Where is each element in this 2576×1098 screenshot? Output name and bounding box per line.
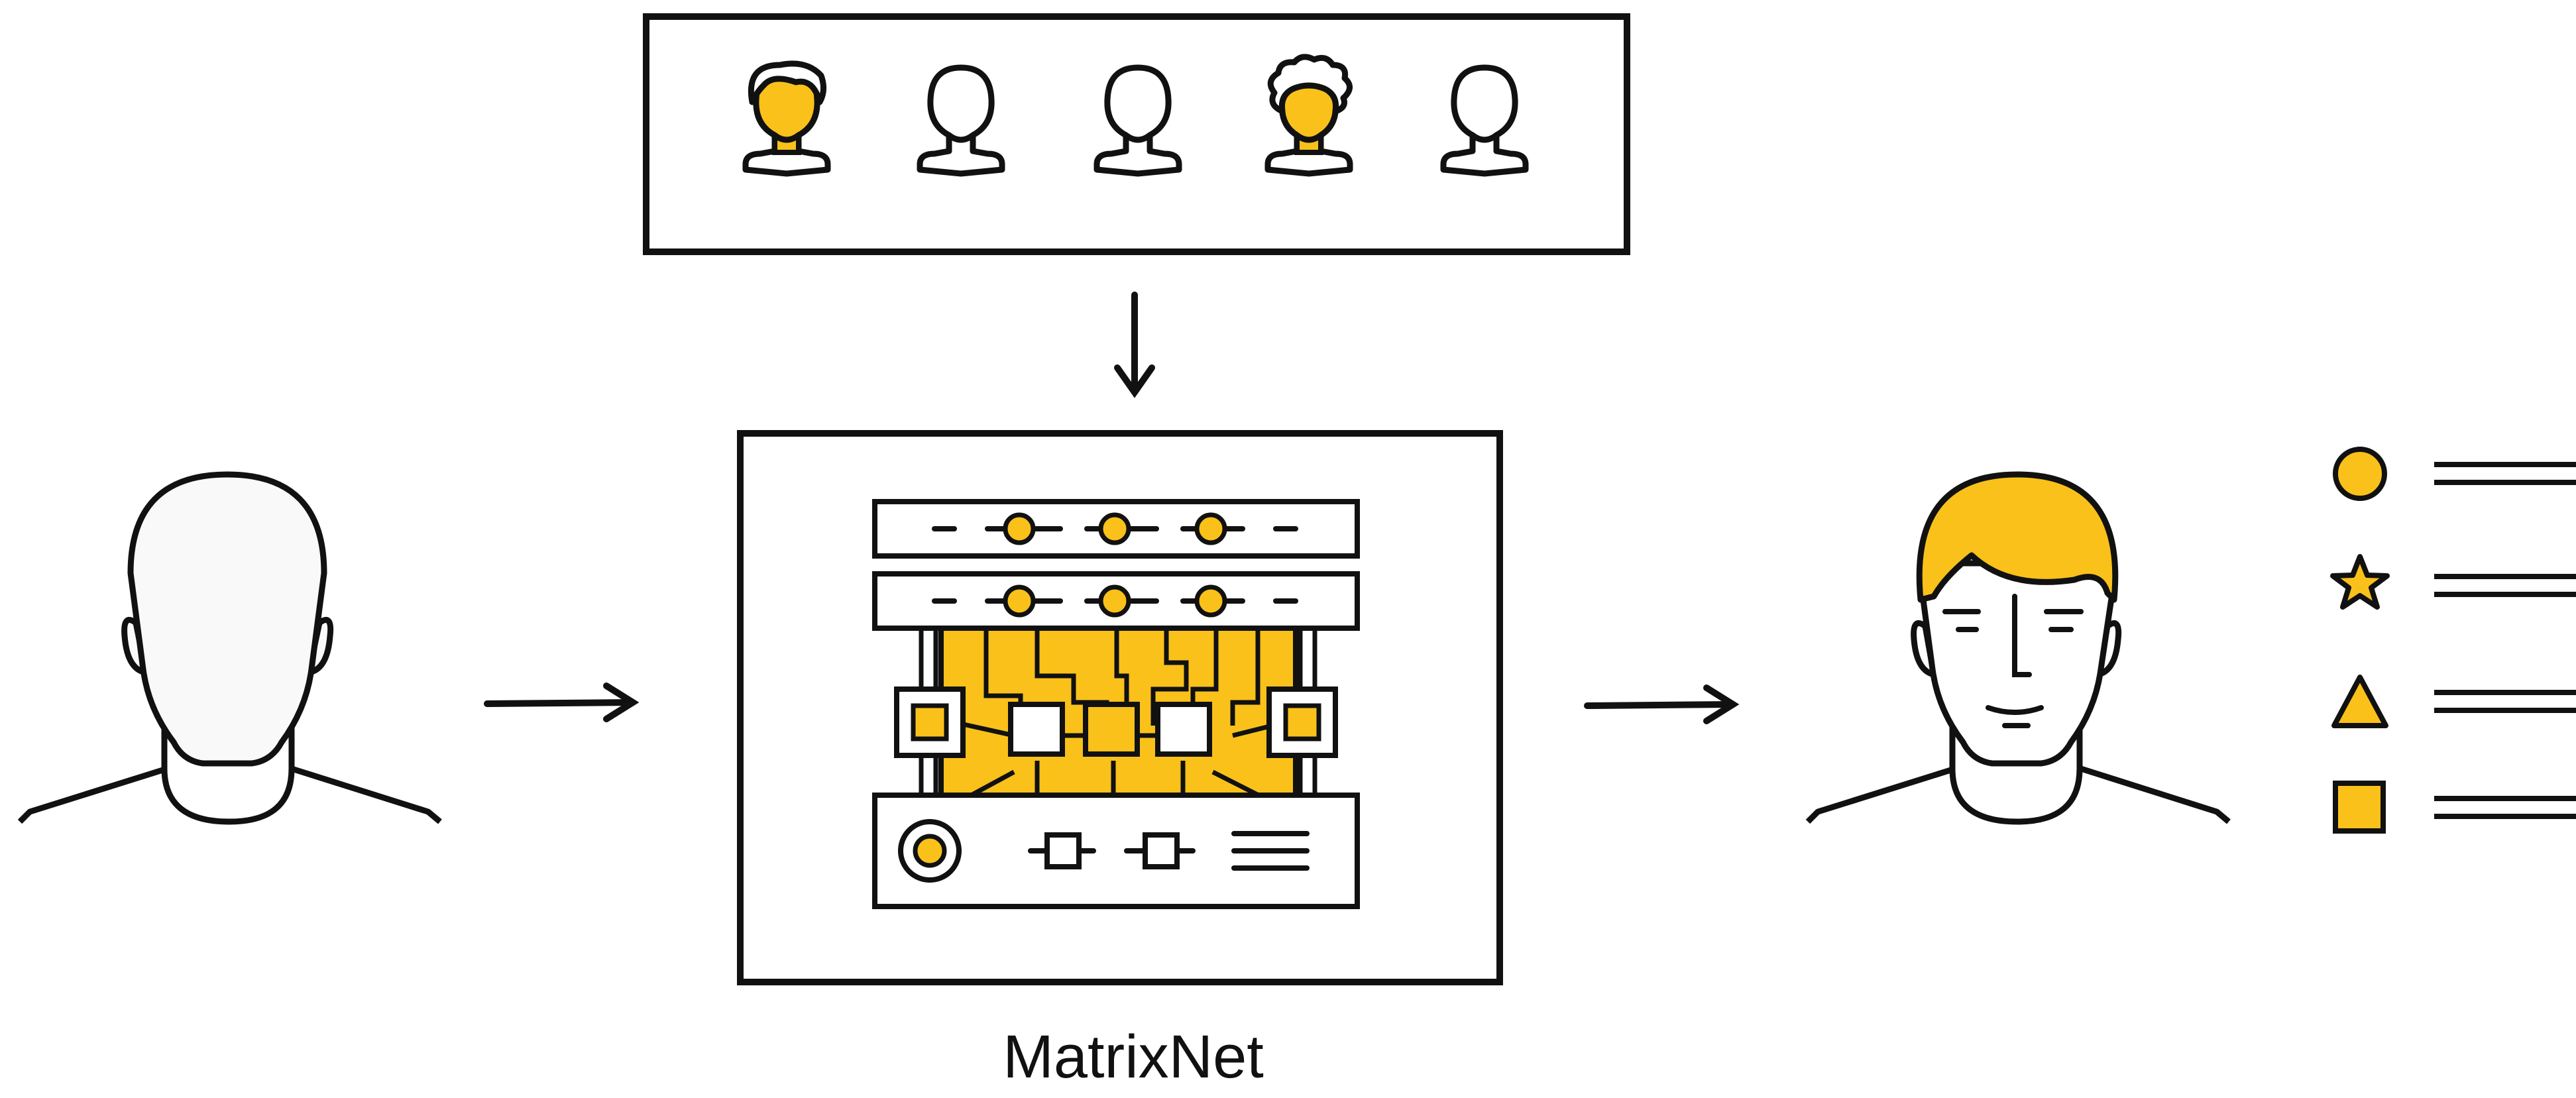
model-name-label: MatrixNet (1003, 1023, 1264, 1091)
candidate-faces-box (643, 13, 1630, 255)
candidate-person-5-icon (1443, 68, 1526, 174)
output-arrow-icon (1584, 685, 1740, 724)
output-face-icon (1805, 471, 2231, 825)
circle-icon (2333, 447, 2387, 501)
square-icon (2333, 781, 2386, 834)
neural-network-chip-icon (872, 499, 1360, 909)
matrixnet-model-box (737, 430, 1503, 985)
input-arrow-icon (484, 683, 640, 722)
candidate-person-4-icon (1264, 54, 1353, 177)
candidate-person-1-icon (742, 60, 831, 177)
input-face-icon (17, 471, 442, 825)
down-arrow-icon (1114, 292, 1155, 398)
star-icon (2330, 554, 2390, 610)
candidate-person-2-icon (920, 68, 1002, 174)
output-attributes-list (2330, 447, 2576, 834)
candidate-person-3-icon (1097, 68, 1179, 174)
triangle-icon (2331, 675, 2388, 728)
